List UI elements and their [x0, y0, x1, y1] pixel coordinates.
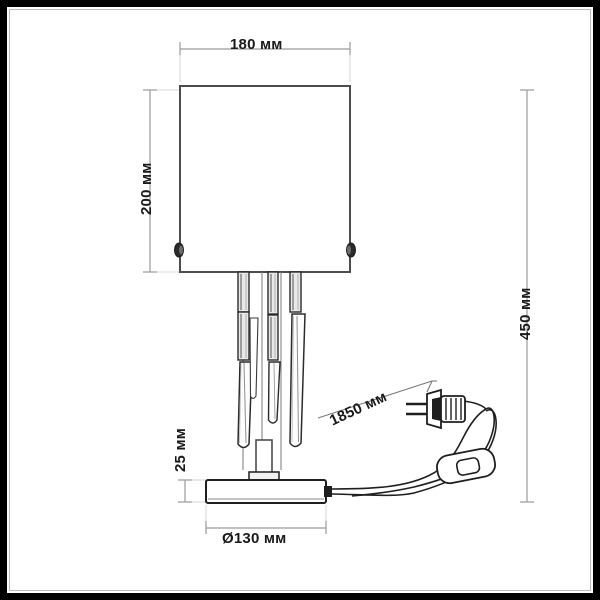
dimension-base-height [178, 479, 206, 503]
two-prong-plug [406, 388, 466, 430]
dimension-label-shade-width: 180 мм [230, 36, 283, 53]
dimension-total-height [520, 89, 534, 503]
dimension-base-diameter [205, 505, 327, 534]
crystal-pendant-back [249, 317, 259, 400]
shade-fitting-left [174, 242, 184, 258]
inline-rocker-switch [436, 447, 496, 485]
shade-fitting-right [346, 242, 356, 258]
crystal-pendants [237, 271, 306, 470]
crystal-pendant-left [237, 271, 253, 449]
dimension-label-base-diameter: Ø130 мм [222, 530, 287, 547]
dimension-shade-height [143, 89, 180, 273]
image-frame-inner [9, 9, 591, 591]
crystal-pendant-middle [267, 271, 281, 424]
cord-length-leader-line [317, 380, 437, 419]
crystal-pendant-right [289, 271, 306, 448]
dimension-shade-width [179, 42, 351, 82]
lamp-base [205, 479, 332, 504]
lamp-shade [179, 85, 351, 273]
